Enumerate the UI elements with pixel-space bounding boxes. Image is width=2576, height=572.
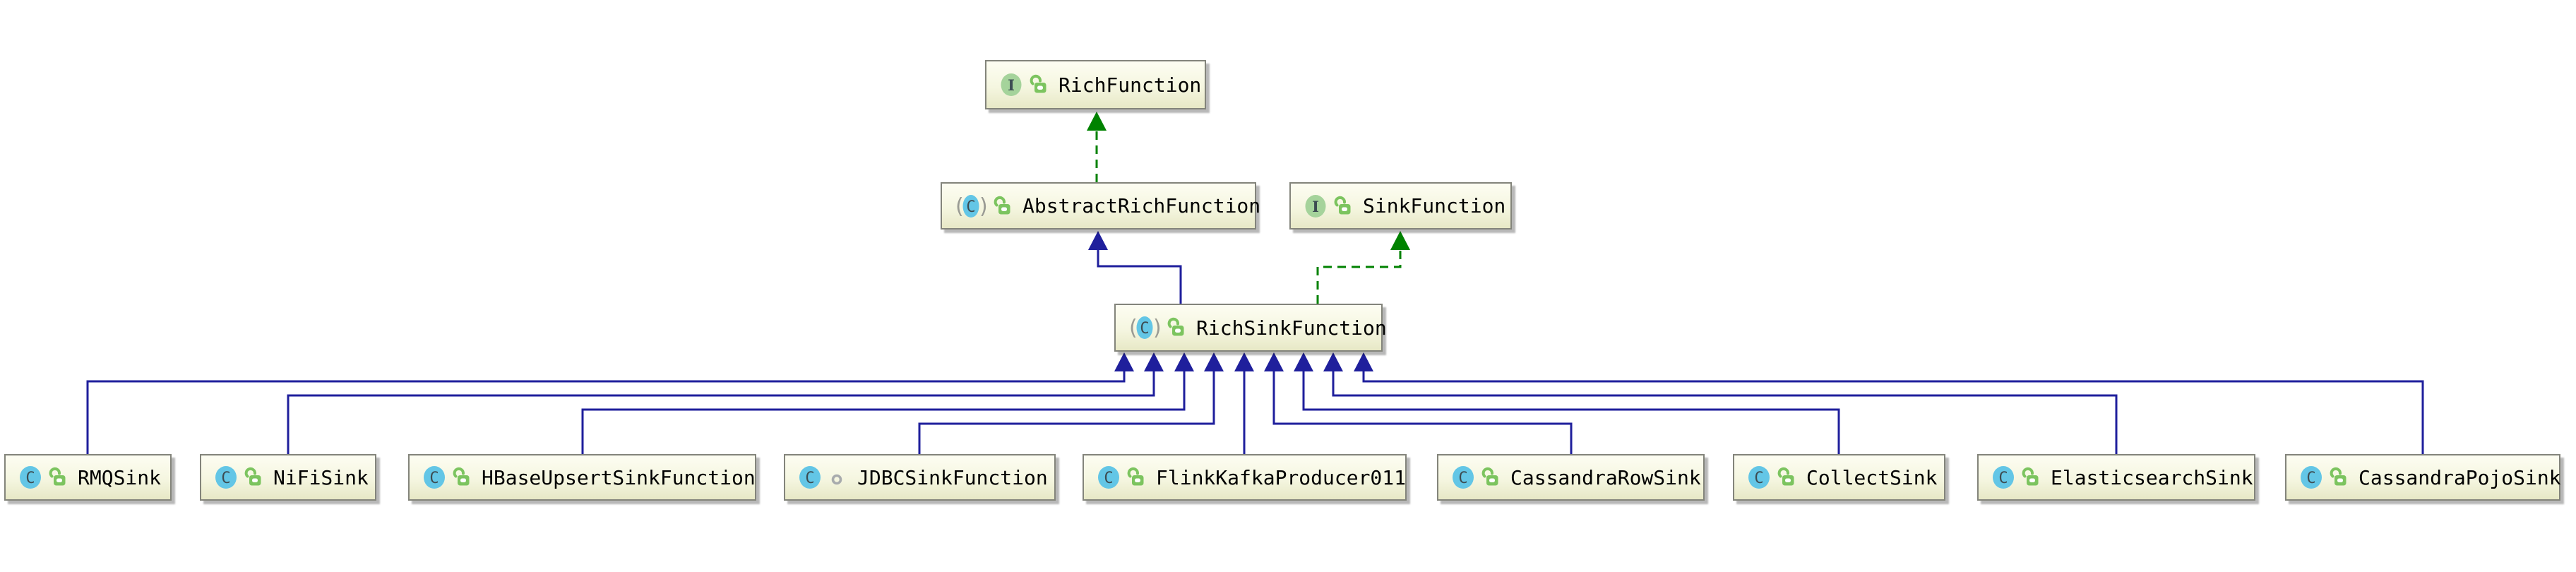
public-unlocked-lock-icon	[244, 466, 263, 489]
class-node-rich-sink-function[interactable]: (C) RichSinkFunction	[1114, 304, 1387, 352]
edge-rich-sink-function-implements-sink-function	[1316, 250, 1402, 304]
extends-arrowhead-icon	[1323, 352, 1343, 371]
class-node-abstract-rich-function[interactable]: (C) AbstractRichFunction	[941, 182, 1260, 230]
extends-arrowhead-icon	[1114, 352, 1134, 371]
class-name-label: JDBCSinkFunction	[857, 465, 1048, 489]
interface-icon: I	[1304, 193, 1328, 219]
abstract-class-icon: (C)	[955, 193, 987, 219]
public-unlocked-lock-icon	[2329, 466, 2348, 489]
class-icon: C	[1097, 465, 1121, 490]
interface-letter: I	[1312, 198, 1319, 215]
class-letter: C	[2306, 470, 2315, 487]
abstract-class-icon: (C)	[1128, 315, 1161, 340]
class-icon: C	[422, 465, 446, 490]
extends-arrowhead-icon	[1234, 352, 1254, 371]
extends-arrowhead-icon	[1204, 352, 1224, 371]
edge-elasticsearch-sink-extends-rich-sink-function	[1332, 371, 2118, 454]
class-name-label: NiFiSink	[273, 465, 369, 489]
edge-nifi-sink-extends-rich-sink-function	[287, 371, 1155, 454]
class-icon: C	[2299, 465, 2323, 490]
class-name-label: FlinkKafkaProducer011	[1156, 465, 1407, 489]
class-name-label: RichFunction	[1059, 73, 1202, 97]
class-name-label: RichSinkFunction	[1196, 316, 1387, 340]
public-unlocked-lock-icon	[1029, 73, 1048, 96]
class-node-sink-function[interactable]: I SinkFunction	[1289, 182, 1512, 230]
abstract-paren-right: )	[979, 194, 987, 219]
class-name-label: RMQSink	[78, 465, 162, 489]
class-icon: C	[18, 465, 42, 490]
package-local-visibility-icon	[828, 466, 847, 489]
edge-rich-sink-function-extends-abstract-rich-function	[1097, 250, 1182, 304]
extends-arrowhead-icon	[1264, 352, 1284, 371]
public-unlocked-lock-icon	[1167, 316, 1186, 339]
class-letter: C	[805, 470, 814, 487]
class-node-cassandra-pojo-sink[interactable]: C CassandraPojoSink	[2285, 454, 2561, 501]
class-letter: C	[1458, 470, 1467, 487]
class-name-label: ElasticsearchSink	[2051, 465, 2253, 489]
class-node-nifi-sink[interactable]: C NiFiSink	[200, 454, 376, 501]
class-node-rich-function[interactable]: I RichFunction	[985, 60, 1206, 109]
class-letter: C	[25, 470, 35, 487]
class-icon: C	[1747, 465, 1771, 490]
public-unlocked-lock-icon	[48, 466, 67, 489]
public-unlocked-lock-icon	[1481, 466, 1500, 489]
extends-arrowhead-icon	[1144, 352, 1164, 371]
implements-arrowhead-icon	[1390, 231, 1410, 250]
class-letter: C	[221, 470, 230, 487]
public-unlocked-lock-icon	[2021, 466, 2040, 489]
class-letter: C	[1104, 470, 1113, 487]
class-node-collect-sink[interactable]: C CollectSink	[1733, 454, 1945, 501]
class-node-hbase-upsert-sink-function[interactable]: C HBaseUpsertSinkFunction	[408, 454, 756, 501]
edge-cassandra-row-sink-extends-rich-sink-function	[1272, 371, 1573, 454]
edge-cassandra-pojo-sink-extends-rich-sink-function	[1362, 371, 2424, 454]
class-letter: C	[1998, 470, 2008, 487]
extends-arrowhead-icon	[1088, 231, 1108, 250]
public-unlocked-lock-icon	[993, 195, 1012, 218]
edge-rmq-sink-extends-rich-sink-function	[86, 371, 1126, 454]
class-letter: C	[1140, 320, 1149, 338]
public-unlocked-lock-icon	[1333, 195, 1352, 218]
interface-letter: I	[1008, 76, 1015, 94]
class-node-cassandra-row-sink[interactable]: C CassandraRowSink	[1437, 454, 1705, 501]
abstract-paren-left: (	[955, 194, 964, 219]
class-node-jdbc-sink-function[interactable]: C JDBCSinkFunction	[784, 454, 1056, 501]
class-name-label: CassandraPojoSink	[2359, 465, 2561, 489]
interface-icon: I	[999, 72, 1023, 97]
extends-arrowhead-icon	[1294, 352, 1313, 371]
class-icon: C	[798, 465, 822, 490]
extends-arrowhead-icon	[1354, 352, 1373, 371]
class-name-label: AbstractRichFunction	[1022, 194, 1261, 218]
class-name-label: CassandraRowSink	[1510, 465, 1701, 489]
class-letter: C	[1754, 470, 1763, 487]
class-name-label: HBaseUpsertSinkFunction	[482, 465, 756, 489]
public-unlocked-lock-icon	[1777, 466, 1796, 489]
class-icon: C	[1991, 465, 2015, 490]
extends-arrowhead-icon	[1174, 352, 1194, 371]
abstract-paren-left: (	[1129, 316, 1138, 340]
class-node-flink-kafka-producer-011[interactable]: C FlinkKafkaProducer011	[1083, 454, 1407, 501]
class-name-label: CollectSink	[1806, 465, 1938, 489]
class-node-elasticsearch-sink[interactable]: C ElasticsearchSink	[1977, 454, 2255, 501]
public-unlocked-lock-icon	[452, 466, 471, 489]
class-letter: C	[429, 470, 439, 487]
abstract-paren-right: )	[1153, 316, 1161, 340]
class-icon: C	[1451, 465, 1475, 490]
implements-arrowhead-icon	[1087, 112, 1107, 131]
class-letter: C	[966, 198, 975, 216]
edge-jdbc-sink-function-extends-rich-sink-function	[918, 371, 1215, 454]
edge-hbase-upsert-sink-function-extends-rich-sink-function	[581, 371, 1186, 454]
public-unlocked-lock-icon	[1126, 466, 1145, 489]
class-node-rmq-sink[interactable]: C RMQSink	[4, 454, 172, 501]
class-name-label: SinkFunction	[1363, 194, 1506, 218]
class-icon: C	[214, 465, 238, 490]
edge-collect-sink-extends-rich-sink-function	[1302, 371, 1840, 454]
